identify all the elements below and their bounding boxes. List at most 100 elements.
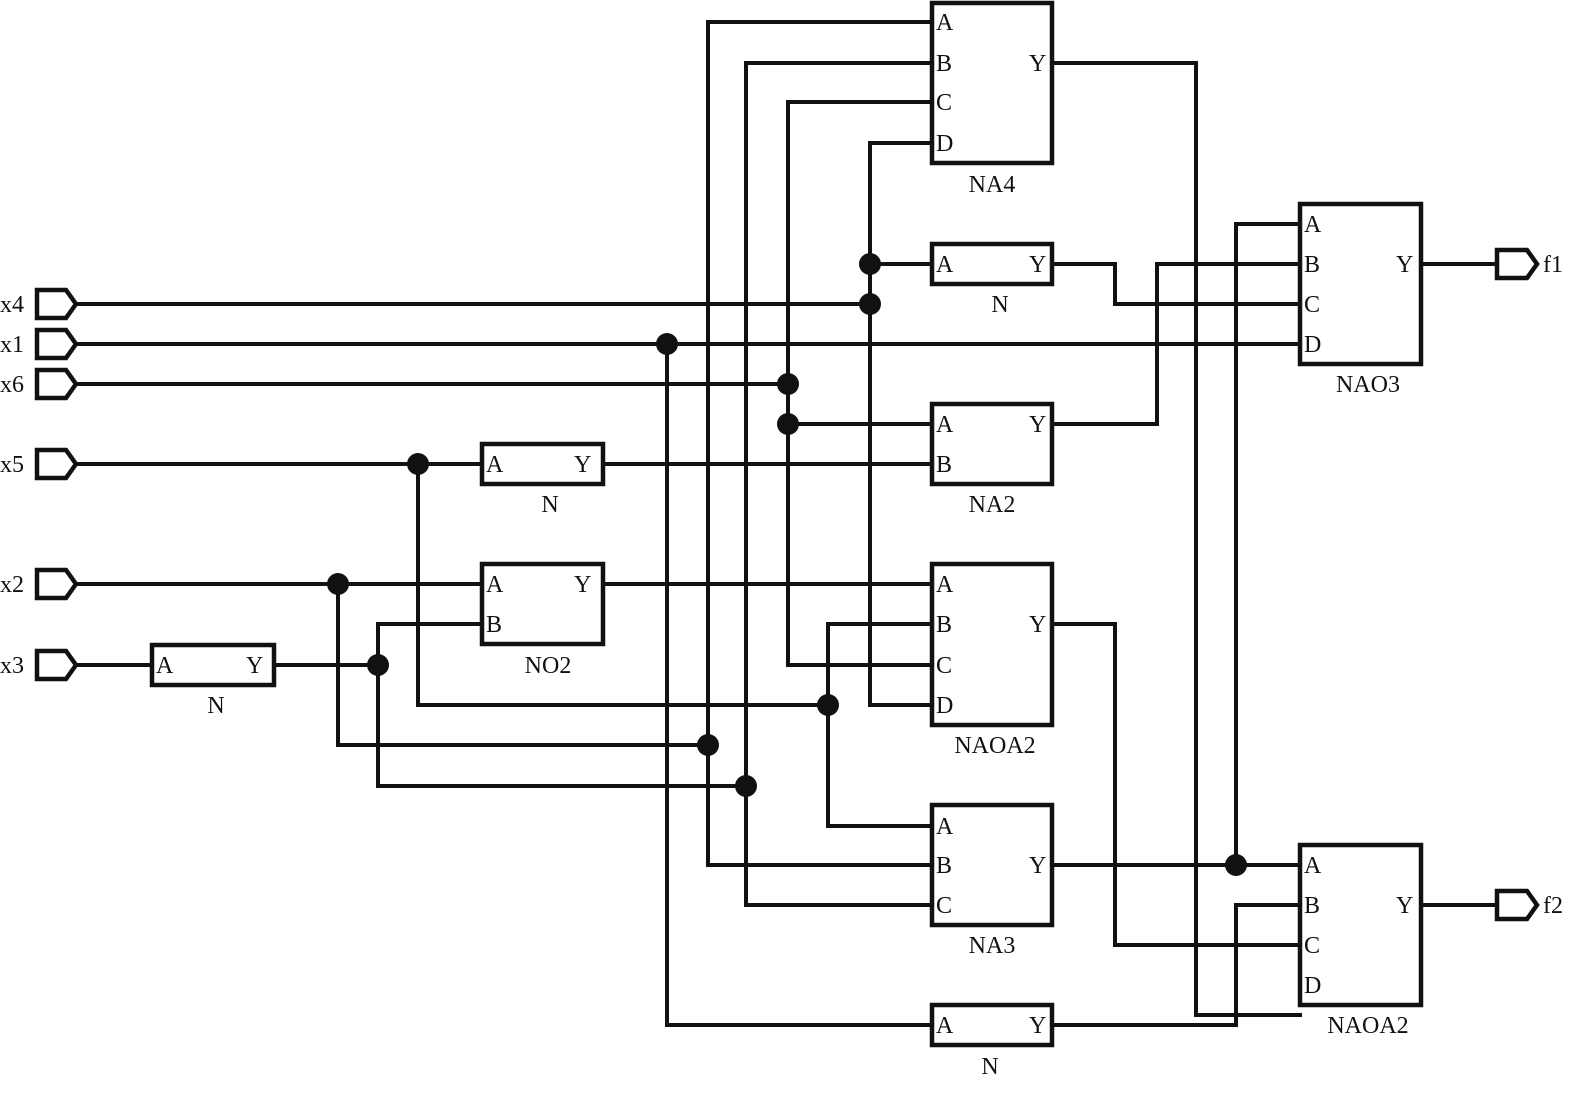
- input-x2: x2: [0, 567, 79, 601]
- junction-dot: [407, 453, 429, 475]
- pin-d: D: [936, 131, 953, 157]
- junction-dot: [777, 373, 799, 395]
- gate-label: N: [981, 1054, 998, 1080]
- pin-b: B: [936, 452, 952, 478]
- gate-label: N: [991, 292, 1008, 318]
- pin-b: B: [1304, 252, 1320, 278]
- gate-na3: A B C Y NA3: [929, 802, 1055, 959]
- pin-c: C: [1304, 933, 1320, 959]
- output-f2: f2: [1494, 888, 1563, 922]
- junctions: [327, 253, 1247, 876]
- output-label: f1: [1543, 252, 1563, 278]
- wire-x6-na4c: [786, 100, 934, 667]
- pin-y: Y: [1396, 893, 1413, 919]
- pin-b: B: [486, 612, 502, 638]
- pin-y: Y: [1029, 612, 1046, 638]
- wire-x1-vert: [665, 342, 934, 1027]
- pin-c: C: [936, 90, 952, 116]
- junction-dot: [817, 694, 839, 716]
- input-label: x4: [0, 292, 24, 318]
- pin-y: Y: [1029, 853, 1046, 879]
- input-x3: x3: [0, 648, 79, 682]
- pin-a: A: [936, 252, 954, 278]
- pin-y: Y: [1029, 1013, 1046, 1039]
- junction-dot: [327, 573, 349, 595]
- pin-a: A: [1304, 212, 1322, 238]
- wire-x4-na4d: [868, 141, 934, 707]
- wire-x2-na4a: [706, 20, 934, 867]
- pin-c: C: [936, 653, 952, 679]
- wire-na2-out: [1050, 262, 1302, 426]
- input-x6: x6: [0, 367, 79, 401]
- pin-d: D: [1304, 973, 1321, 999]
- wire-na4-out: [1050, 61, 1302, 1017]
- pin-a: A: [486, 452, 504, 478]
- pin-a: A: [156, 653, 174, 679]
- gate-label: N: [541, 492, 558, 518]
- input-x1: x1: [0, 327, 79, 361]
- junction-dot: [777, 413, 799, 435]
- input-label: x2: [0, 572, 24, 598]
- pin-a: A: [936, 814, 954, 840]
- wire-x5-vert: [416, 462, 830, 707]
- input-label: x1: [0, 332, 24, 358]
- junction-dot: [859, 293, 881, 315]
- gate-label: NA2: [969, 492, 1016, 518]
- wire-x5-naoa2b: [826, 622, 934, 828]
- pin-c: C: [936, 893, 952, 919]
- wire-nx3-na4b: [744, 61, 934, 907]
- gate-label: NAOA2: [1327, 1013, 1408, 1039]
- pin-a: A: [1304, 853, 1322, 879]
- pin-a: A: [936, 1013, 954, 1039]
- pin-y: Y: [1029, 252, 1046, 278]
- gate-label: NAOA2: [954, 733, 1035, 759]
- pin-d: D: [936, 693, 953, 719]
- pin-a: A: [486, 572, 504, 598]
- junction-dot: [367, 654, 389, 676]
- gate-naoa2-mid: A B C D Y NAOA2: [929, 561, 1055, 759]
- gate-naoa2-out: A B C D Y NAOA2: [1297, 842, 1424, 1039]
- pin-y: Y: [574, 572, 591, 598]
- gate-na2: A B Y NA2: [929, 401, 1055, 518]
- wire-x2-vert: [336, 582, 710, 747]
- gate-n-top: A Y N: [929, 241, 1055, 318]
- junction-dot: [859, 253, 881, 275]
- gate-nao3: A B C D Y NAO3: [1297, 201, 1424, 398]
- pin-a: A: [936, 412, 954, 438]
- input-ports: x4 x1 x6 x5 x2 x3: [0, 287, 79, 682]
- input-x4: x4: [0, 287, 79, 321]
- gate-label: NA4: [969, 172, 1016, 198]
- gate-n-x3: A Y N: [149, 642, 277, 719]
- junction-dot: [656, 333, 678, 355]
- wires: [74, 20, 1499, 1027]
- output-f1: f1: [1494, 247, 1563, 281]
- output-label: f2: [1543, 893, 1563, 919]
- pin-a: A: [936, 10, 954, 36]
- input-label: x6: [0, 372, 24, 398]
- junction-dot: [697, 734, 719, 756]
- pin-y: Y: [246, 653, 263, 679]
- junction-dot: [735, 775, 757, 797]
- pin-b: B: [936, 51, 952, 77]
- pin-y: Y: [1029, 51, 1046, 77]
- pin-b: B: [1304, 893, 1320, 919]
- pin-y: Y: [574, 452, 591, 478]
- pin-d: D: [1304, 332, 1321, 358]
- gate-label: NO2: [525, 653, 572, 679]
- gate-no2: A B Y NO2: [479, 561, 606, 679]
- wire-ntop-out: [1050, 262, 1302, 306]
- output-ports: f1 f2: [1494, 247, 1563, 922]
- junction-dot: [1225, 854, 1247, 876]
- pin-b: B: [936, 853, 952, 879]
- pin-y: Y: [1029, 412, 1046, 438]
- pin-a: A: [936, 572, 954, 598]
- wire-naoa2mid-out: [1050, 622, 1302, 947]
- pin-c: C: [1304, 292, 1320, 318]
- gate-label: NA3: [969, 933, 1016, 959]
- input-label: x3: [0, 653, 24, 679]
- gate-label: N: [207, 693, 224, 719]
- gate-label: NAO3: [1336, 372, 1400, 398]
- input-label: x5: [0, 452, 24, 478]
- gate-n-bottom: A Y N: [929, 1002, 1055, 1080]
